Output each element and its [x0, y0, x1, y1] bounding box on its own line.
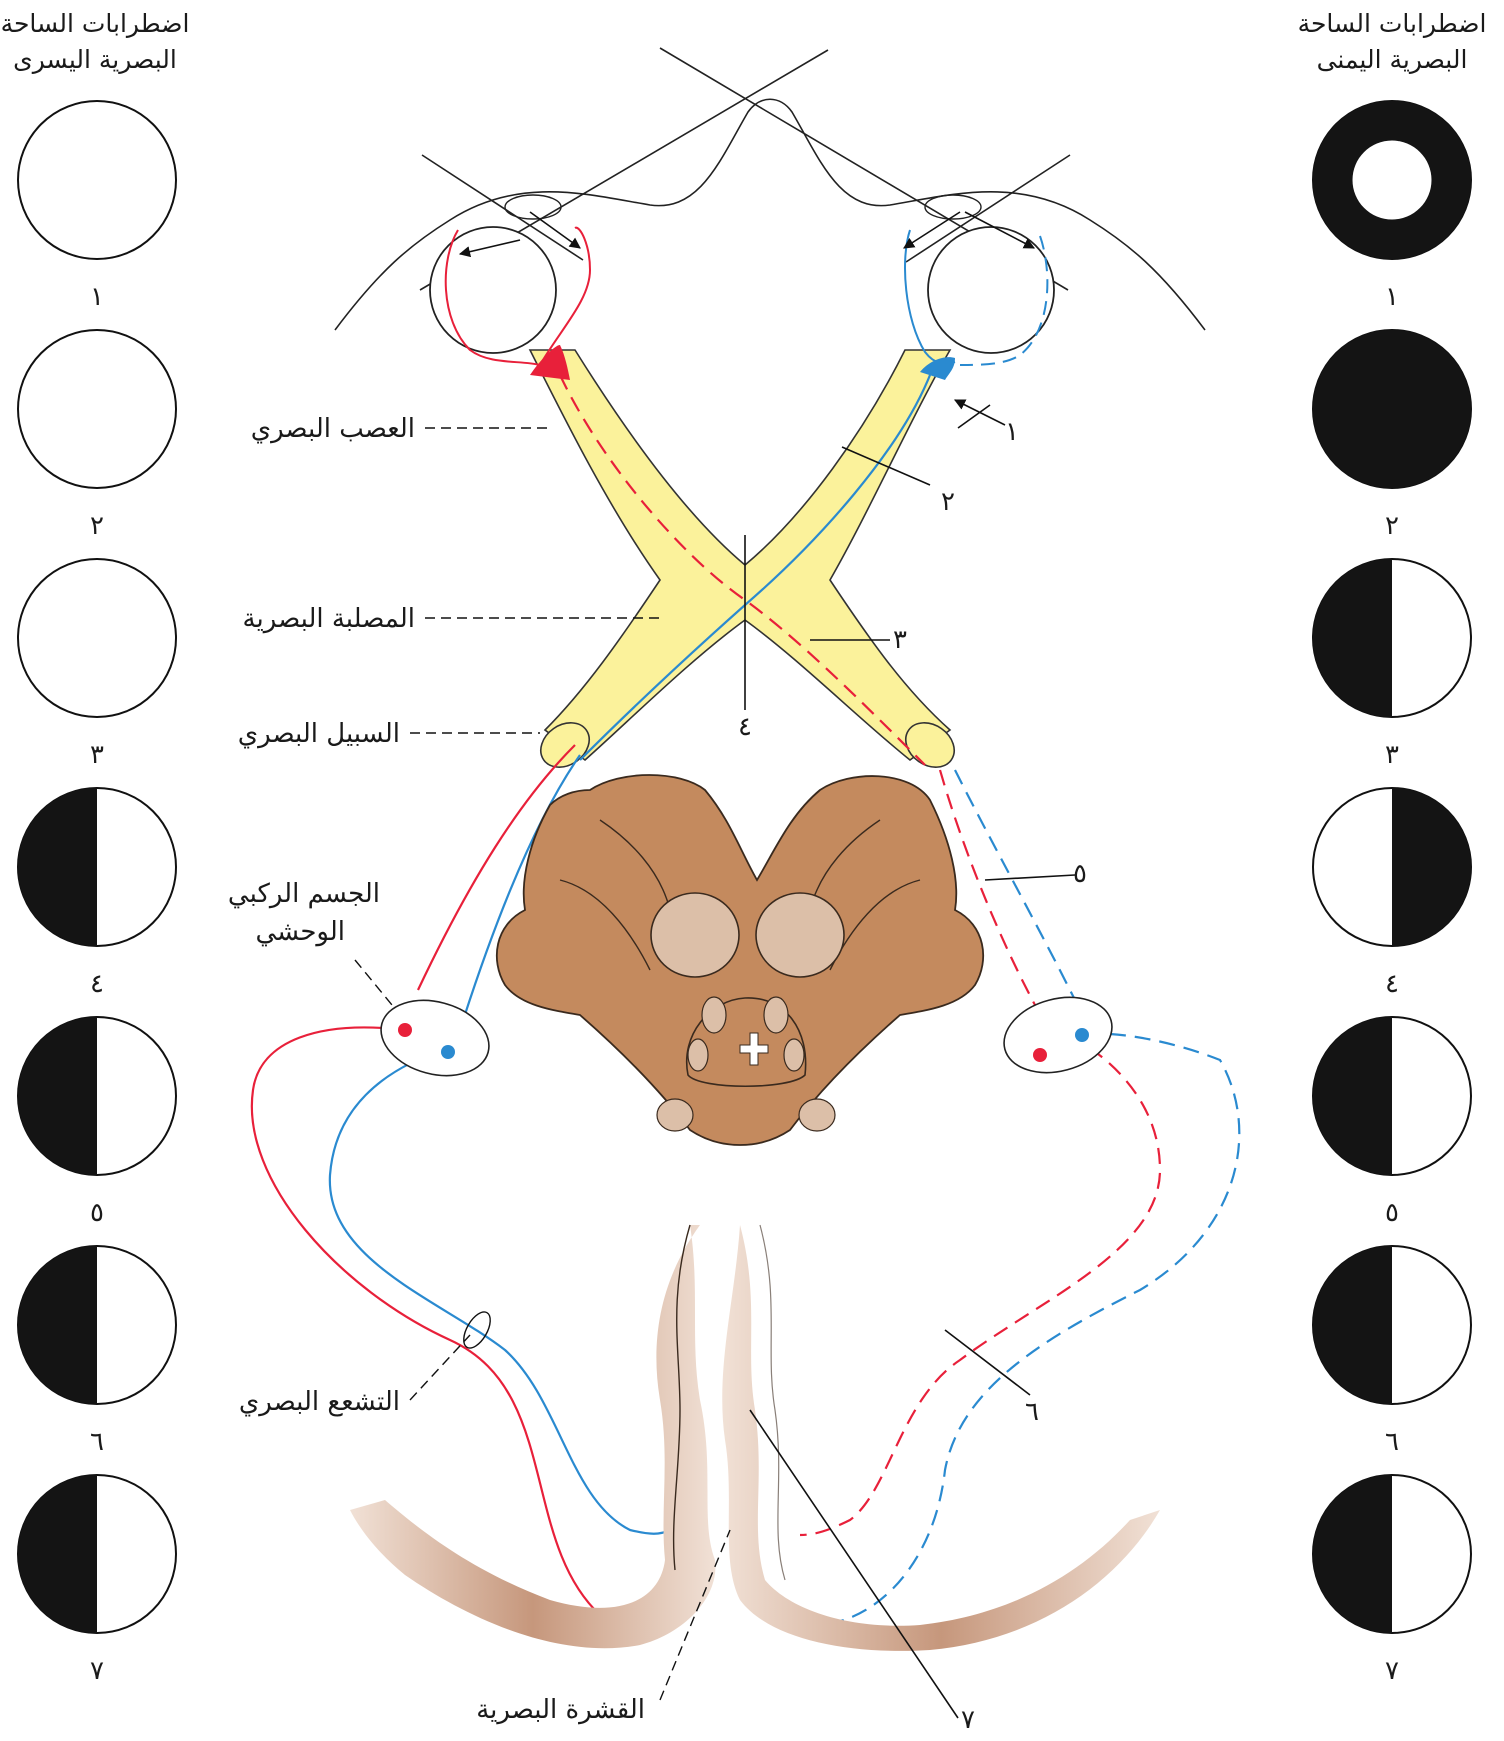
- right-visual-field-6: ٦: [1312, 1245, 1472, 1457]
- left-header-line2: البصرية اليسرى: [13, 45, 177, 74]
- label-optic-radiation: التشعع البصري: [239, 1387, 400, 1417]
- left-column-header: اضطرابات الساحة البصرية اليسرى: [1, 9, 190, 74]
- sight-line: [421, 154, 584, 261]
- optic-nerve-chiasm-tracts: [528, 349, 952, 762]
- left-eye: [429, 194, 592, 380]
- label-optic-tract: السبيل البصري: [238, 719, 400, 749]
- left-field-number-6: ٦: [90, 1427, 104, 1457]
- head-outline: [334, 98, 1206, 331]
- left-field-number-3: ٣: [90, 740, 104, 770]
- right-field-number-1: ١: [1385, 282, 1399, 312]
- left-field-number-2: ٢: [90, 511, 104, 541]
- right-column-header: اضطرابات الساحة البصرية اليمنى: [1298, 9, 1487, 74]
- right-lgn: [1003, 996, 1113, 1074]
- right-field-number-5: ٥: [1385, 1198, 1399, 1228]
- right-field-number-3: ٣: [1385, 740, 1399, 770]
- midbrain-section: [496, 774, 984, 1146]
- right-visual-field-list: ١ ٢ ٣ ٤ ٥ ٦ ٧: [1312, 100, 1472, 1686]
- left-lgn: [380, 999, 490, 1077]
- lesion-label-6: ٦: [1025, 1397, 1039, 1427]
- right-visual-field-4: ٤: [1312, 787, 1472, 999]
- left-visual-field-2: ٢: [17, 329, 177, 541]
- blue-pathway: [328, 374, 1241, 1627]
- left-visual-field-7: ٧: [17, 1474, 177, 1686]
- sight-line: [905, 154, 1071, 263]
- right-header-line2: البصرية اليمنى: [1317, 45, 1468, 74]
- lesion-label-5: ٥: [1073, 859, 1087, 889]
- left-field-number-7: ٧: [90, 1656, 104, 1686]
- lesion-label-7: ٧: [961, 1705, 975, 1735]
- lesion-label-1: ١: [1005, 417, 1019, 447]
- left-visual-field-list: ١ ٢ ٣ ٤ ٥ ٦ ٧: [17, 100, 177, 1686]
- right-visual-field-7: ٧: [1312, 1474, 1472, 1686]
- right-visual-field-1: ١: [1312, 100, 1472, 312]
- right-visual-field-3: ٣: [1312, 558, 1472, 770]
- optic-tract-right-end: [905, 722, 955, 768]
- lesion-label-3: ٣: [893, 625, 907, 655]
- lesion-label-4: ٤: [738, 712, 752, 742]
- left-visual-field-4: ٤: [17, 787, 177, 999]
- right-field-number-2: ٢: [1385, 511, 1399, 541]
- right-visual-field-5: ٥: [1312, 1016, 1472, 1228]
- left-visual-field-5: ٥: [17, 1016, 177, 1228]
- left-field-number-1: ١: [90, 282, 104, 312]
- right-field-number-7: ٧: [1385, 1656, 1399, 1686]
- right-field-number-4: ٤: [1385, 969, 1399, 999]
- lesion-1-arrow: [953, 399, 1006, 426]
- right-visual-field-2: ٢: [1312, 329, 1472, 541]
- structure-labels: العصب البصري المصلبة البصرية السبيل البص…: [228, 414, 731, 1725]
- visual-cortex: [350, 1224, 1160, 1651]
- left-field-number-4: ٤: [90, 969, 104, 999]
- right-field-number-6: ٦: [1385, 1427, 1399, 1457]
- label-lgn-line1: الجسم الركبي: [228, 879, 380, 909]
- left-visual-field-1: ١: [17, 100, 177, 312]
- left-visual-field-6: ٦: [17, 1245, 177, 1457]
- left-visual-field-3: ٣: [17, 558, 177, 770]
- right-eye: [903, 194, 1055, 380]
- left-field-number-5: ٥: [90, 1198, 104, 1228]
- lesion-label-2: ٢: [941, 487, 955, 517]
- label-optic-chiasm: المصلبة البصرية: [243, 604, 415, 634]
- left-header-line1: اضطرابات الساحة: [1, 9, 190, 38]
- right-header-line1: اضطرابات الساحة: [1298, 9, 1487, 38]
- label-lgn-line2: الوحشي: [255, 917, 345, 947]
- label-optic-nerve: العصب البصري: [251, 414, 415, 444]
- lesion-lines: [744, 404, 1076, 1719]
- label-visual-cortex: القشرة البصرية: [476, 1695, 645, 1725]
- lesion-number-labels: ١ ٢ ٣ ٤ ٥ ٦ ٧: [738, 417, 1087, 1735]
